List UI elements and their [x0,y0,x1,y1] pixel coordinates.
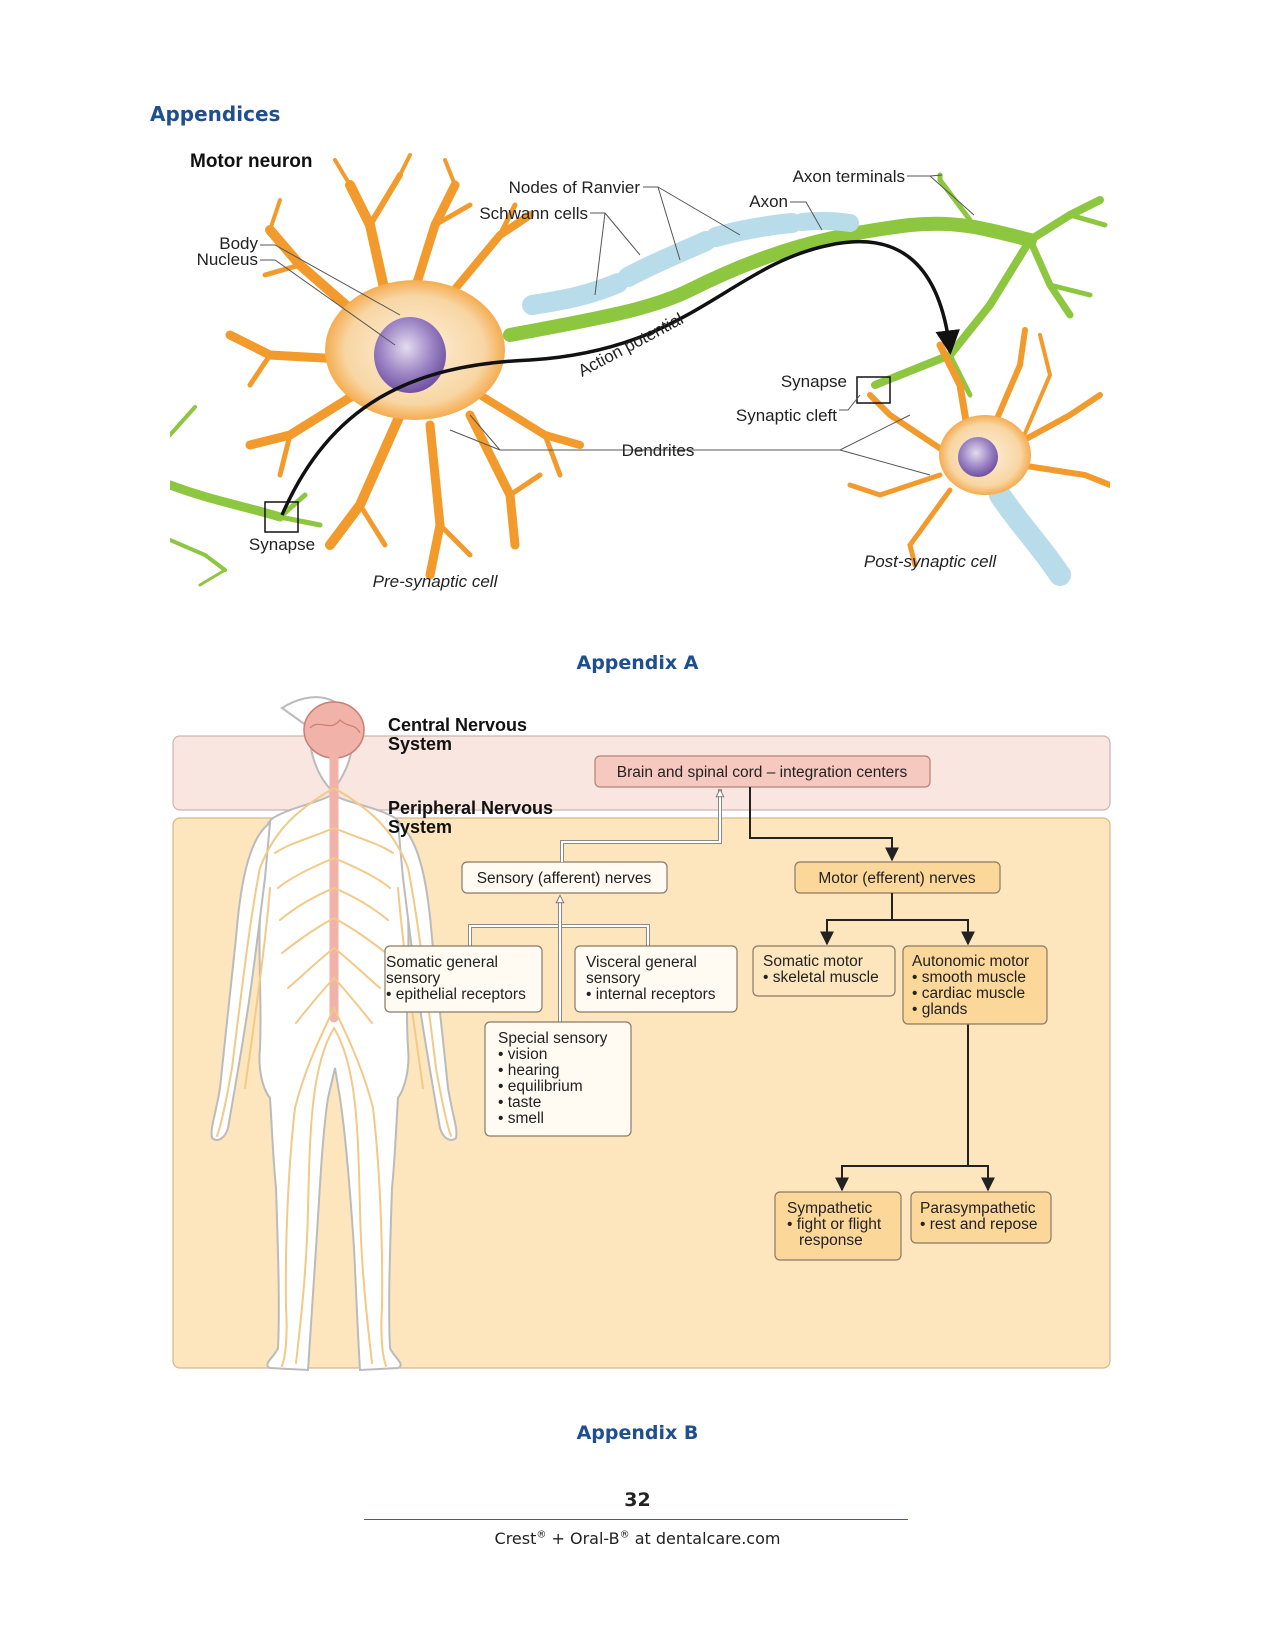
label-axon: Axon [749,192,788,211]
label-dendrites: Dendrites [622,441,695,460]
label-synapse-post: Synapse [781,372,847,391]
footer-site: at dentalcare.com [634,1529,781,1548]
autonomic-item-smooth: • smooth muscle [912,969,1026,986]
somatic-general-line1: Somatic general [386,954,498,971]
special-item-smell: • smell [498,1110,544,1127]
sensory-nerves-box [461,861,668,894]
label-nucleus: Nucleus [197,250,258,269]
brain-spinal-cord-text: Brain and spinal cord – integration cent… [617,764,908,781]
footer-brand-oralb: Oral-B [569,1529,620,1548]
footer-brand-crest: Crest [494,1529,537,1548]
motor-nerves-label: Motor (efferent) nerves [818,870,976,887]
special-sensory-title: Special sensory [498,1030,608,1047]
cns-label-line2: System [388,734,452,754]
special-item-vision: • vision [498,1046,547,1063]
autonomic-motor-title: Autonomic motor [912,953,1029,970]
post-synapse-box [856,376,891,404]
somatic-motor-item: • skeletal muscle [763,969,879,986]
brain-spinal-cord-box [594,755,931,788]
caption-appendix-a: Appendix A [576,652,699,674]
parasympathetic-item: • rest and repose [920,1216,1037,1233]
special-sensory-box [484,1021,632,1137]
footer-plus: + [551,1529,565,1548]
cns-to-motor-arrow [749,787,899,862]
label-pre-synaptic-cell: Pre-synaptic cell [373,572,499,591]
human-figure [210,696,458,1372]
pre-synapse-box [264,501,299,533]
parasympathetic-title: Parasympathetic [920,1200,1036,1217]
label-synaptic-cleft: Synaptic cleft [736,406,837,425]
label-axon-terminals: Axon terminals [793,167,905,186]
nucleus-shape [374,317,446,393]
section-heading: Appendices [150,102,281,126]
axon-hillock [514,285,693,340]
label-nodes-of-ranvier: Nodes of Ranvier [509,178,641,197]
label-body: Body [219,234,258,253]
autonomic-motor-box [902,945,1048,1025]
motor-subtree-lines [820,893,995,1192]
label-schwann-cells: Schwann cells [479,204,588,223]
motor-nerves-box [794,861,1001,894]
somatic-general-item: • epithelial receptors [386,986,526,1003]
parasympathetic-box [910,1191,1052,1244]
motor-neuron-figure: Motor neuron Body Nucleus Nodes of Ranvi… [170,151,1110,591]
special-item-hearing: • hearing [498,1062,559,1079]
sympathetic-item-line2: response [799,1232,863,1249]
label-synapse-pre: Synapse [249,535,315,554]
pns-label-line2: System [388,817,452,837]
somatic-motor-title: Somatic motor [763,953,863,970]
main-neuron-dendrites [225,153,584,580]
somatic-general-line2: sensory [386,970,441,987]
sensory-nerves-label: Sensory (afferent) nerves [477,870,652,887]
sympathetic-box [774,1191,902,1261]
footer-reg-2: ® [619,1529,630,1541]
autonomic-item-glands: • glands [912,1001,968,1018]
post-synaptic-neuron [847,327,1110,586]
visceral-general-sensory-box [574,945,738,1013]
sympathetic-title: Sympathetic [787,1200,873,1217]
cns-label-line1: Central Nervous [388,715,527,735]
visceral-general-line2: sensory [586,970,641,987]
page-number: 32 [624,1489,651,1511]
sympathetic-item-line1: • fight or flight [787,1216,882,1233]
sensory-connectors [560,789,722,862]
special-item-equilibrium: • equilibrium [498,1078,583,1095]
footer-rule [364,1519,908,1520]
nervous-system-figure: Central Nervous System Brain and spinal … [172,696,1111,1372]
myelin-sheaths [522,211,859,315]
pns-label-line1: Peripheral Nervous [388,798,553,818]
sensory-subtree-lines [468,903,650,1022]
caption-appendix-b: Appendix B [576,1422,699,1444]
visceral-general-line1: Visceral general [586,954,697,971]
visceral-general-item: • internal receptors [586,986,716,1003]
somatic-general-sensory-box [384,945,543,1013]
somatic-motor-box [752,945,896,997]
footer-reg-1: ® [536,1529,547,1541]
autonomic-item-cardiac: • cardiac muscle [912,985,1025,1002]
leader-lines [260,174,975,476]
special-item-taste: • taste [498,1094,541,1111]
footer: Crest® + Oral-B® at dentalcare.com [0,1529,1275,1548]
label-post-synaptic-cell: Post-synaptic cell [864,552,997,571]
neuron-title: Motor neuron [190,151,312,172]
action-potential-arrow [280,239,960,516]
